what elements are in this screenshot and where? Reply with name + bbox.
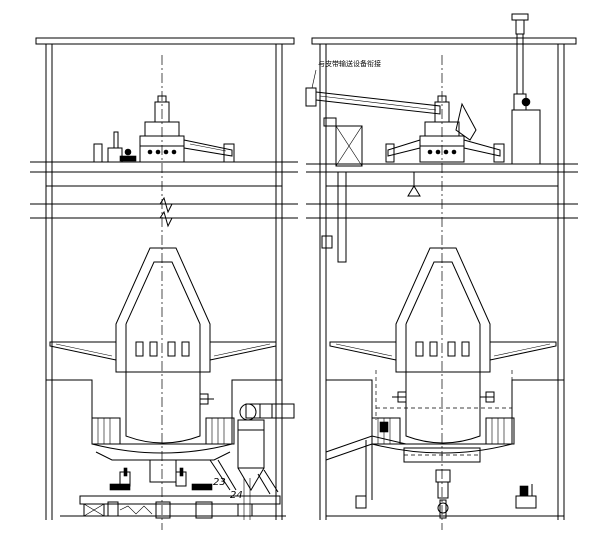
conveyor-note: 与皮带输送设备衔接	[318, 59, 381, 68]
callout-23: 23	[213, 477, 226, 488]
left-elevation: 23 24	[30, 37, 298, 530]
top-feeder-right	[335, 95, 505, 197]
stack-right	[511, 13, 541, 165]
belt-conveyor-right: 与皮带输送设备衔接	[305, 59, 441, 127]
drop-pipe-right	[321, 171, 347, 263]
right-elevation: 与皮带输送设备衔接	[305, 13, 578, 530]
vessel-left	[46, 247, 282, 461]
bottom-drive-left	[60, 459, 286, 519]
duct-assembly-left: 23 24	[209, 403, 295, 520]
bottom-drive-right	[326, 421, 564, 519]
top-feeder-left	[93, 95, 235, 163]
vessel-right	[325, 247, 564, 500]
